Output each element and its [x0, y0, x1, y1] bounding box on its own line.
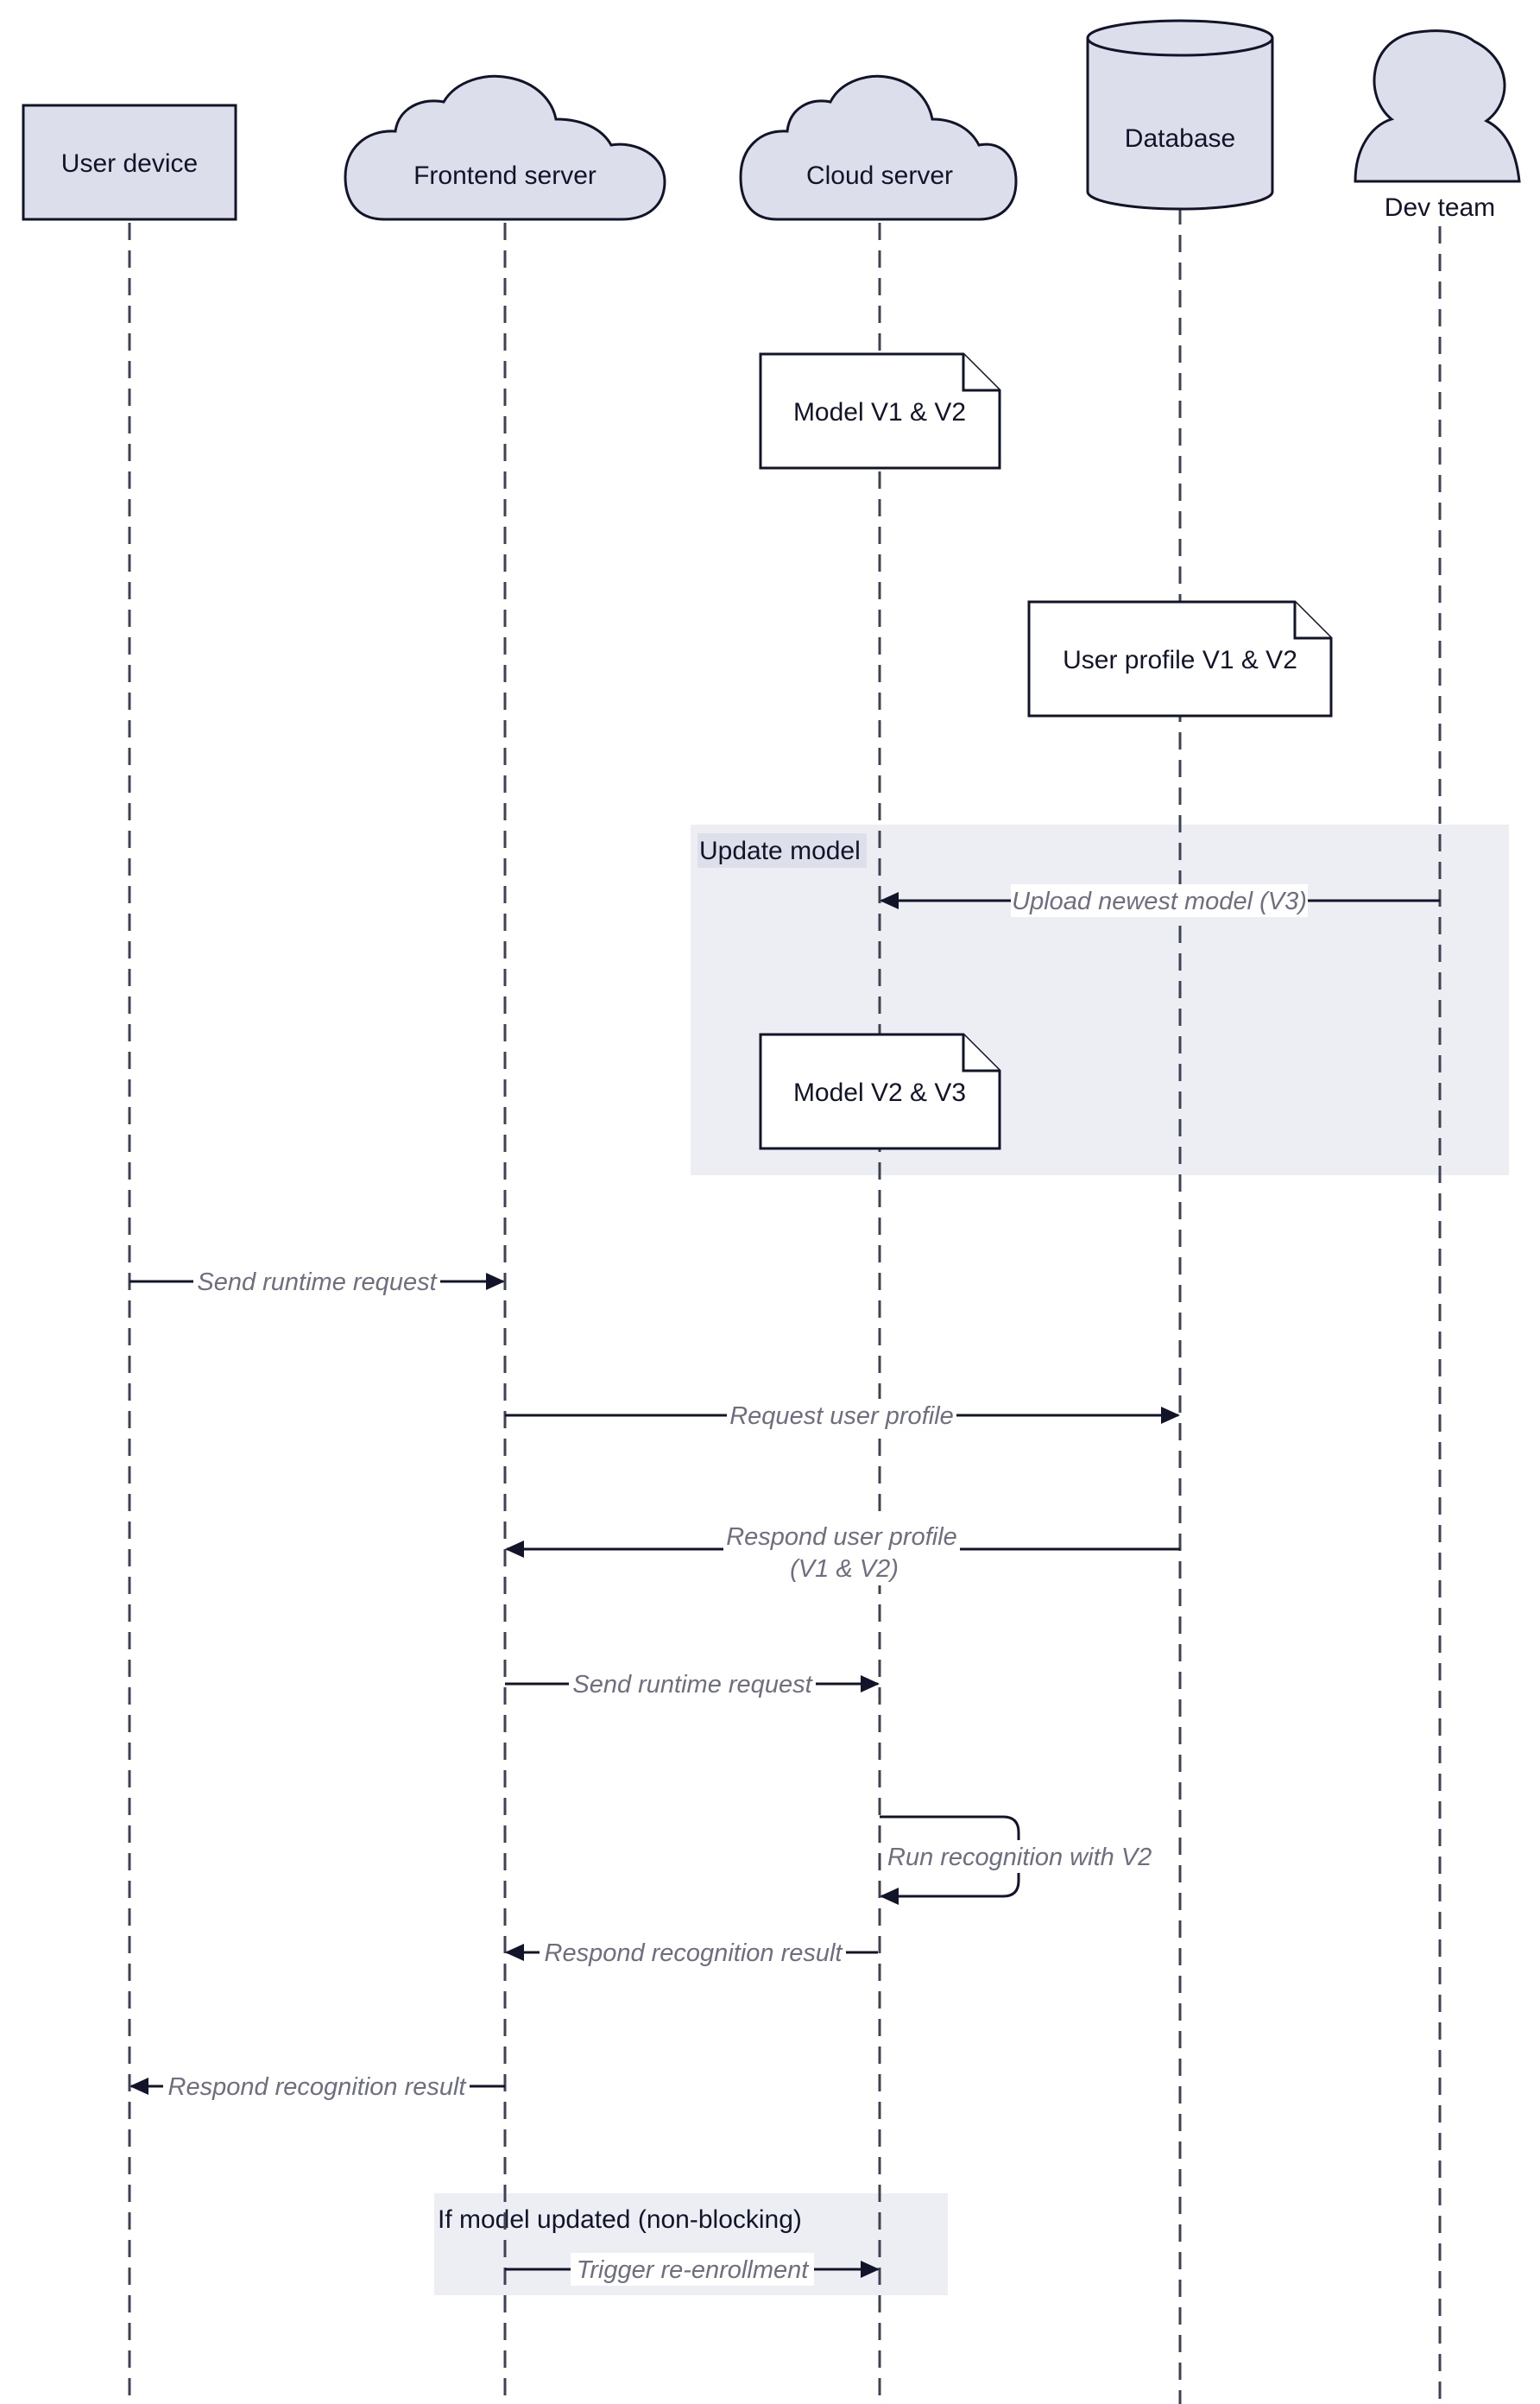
participant-dev-team: Dev team	[1354, 29, 1521, 222]
note-model-v1-v2: Model V1 & V2	[759, 352, 1001, 470]
message-send-runtime-request-1: Send runtime request	[129, 1265, 505, 1298]
participant-label-cloud-server: Cloud server	[806, 161, 953, 190]
message-label-line-2: (V1 & V2)	[790, 1555, 899, 1583]
message-label: Upload newest model (V3)	[1012, 888, 1307, 915]
message-label: Respond recognition result	[545, 1939, 844, 1967]
message-label: Trigger re-enrollment	[577, 2256, 811, 2284]
frame-label-if-model-updated: If model updated (non-blocking)	[438, 2205, 802, 2234]
participant-label-database: Database	[1125, 124, 1235, 153]
participant-label-user-device: User device	[61, 149, 198, 178]
message-upload-newest-model: Upload newest model (V3)	[880, 884, 1440, 917]
message-request-user-profile: Request user profile	[505, 1399, 1180, 1432]
participant-user-device: User device	[22, 104, 237, 221]
participant-cloud-server: Cloud server	[739, 74, 1018, 221]
message-send-runtime-request-2: Send runtime request	[505, 1667, 880, 1700]
message-label: Send runtime request	[572, 1671, 813, 1699]
participant-frontend-server: Frontend server	[344, 74, 666, 221]
note-text-user-profile-v1-v2: User profile V1 & V2	[1063, 646, 1297, 674]
frame-if-model-updated: If model updated (non-blocking)	[434, 2193, 948, 2295]
message-respond-user-profile: Respond user profile (V1 & V2)	[505, 1520, 1180, 1585]
lifelines	[128, 207, 1442, 2404]
message-respond-recognition-result-2: Respond recognition result	[129, 2070, 505, 2103]
participant-label-dev-team: Dev team	[1385, 193, 1495, 222]
message-label: Request user profile	[729, 1402, 954, 1430]
message-label: Respond recognition result	[168, 2073, 468, 2101]
message-trigger-re-enrollment: Trigger re-enrollment	[505, 2253, 880, 2286]
note-text-model-v2-v3: Model V2 & V3	[793, 1079, 966, 1107]
message-label: Send runtime request	[197, 1268, 438, 1296]
message-run-recognition-self: Run recognition with V2	[880, 1815, 1155, 1905]
note-text-model-v1-v2: Model V1 & V2	[793, 398, 966, 427]
person-icon	[1354, 29, 1521, 183]
participant-label-frontend-server: Frontend server	[413, 161, 596, 190]
note-model-v2-v3: Model V2 & V3	[759, 1033, 1001, 1150]
message-label: Run recognition with V2	[887, 1844, 1152, 1871]
participant-database: Database	[1086, 19, 1274, 211]
note-user-profile-v1-v2: User profile V1 & V2	[1027, 600, 1333, 718]
message-respond-recognition-result-1: Respond recognition result	[505, 1936, 878, 1969]
message-label: Respond user profile	[726, 1523, 957, 1551]
frame-label-update-model: Update model	[699, 837, 861, 865]
